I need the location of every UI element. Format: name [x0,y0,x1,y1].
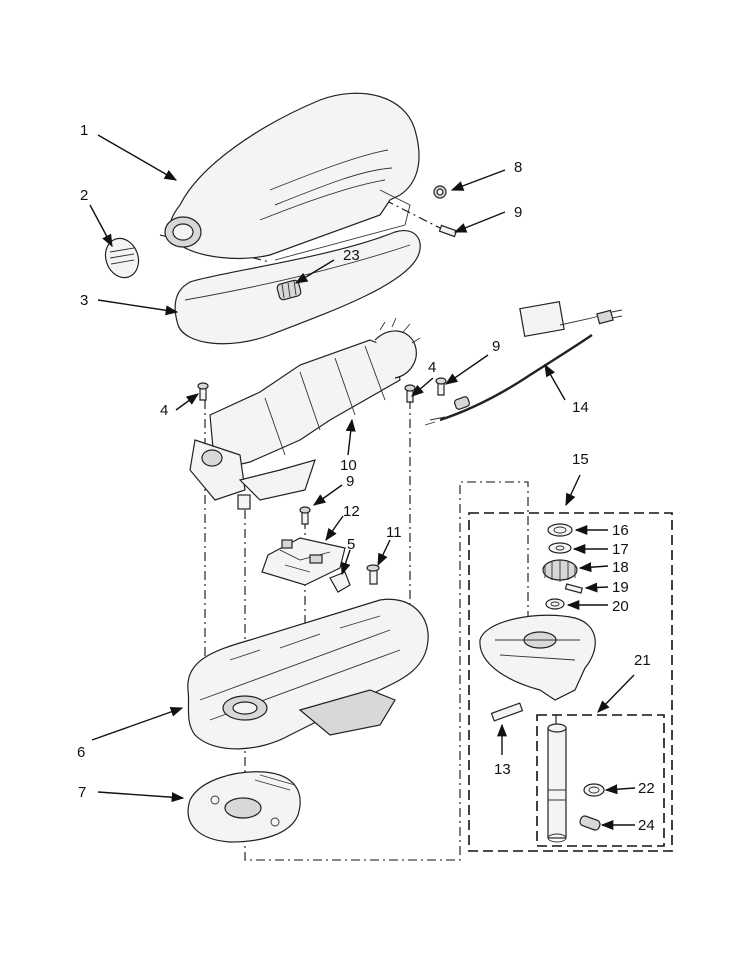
callout-7: 7 [78,784,86,801]
callout-5: 5 [347,536,355,553]
screw-4-left [197,382,209,401]
callout-1: 1 [80,122,88,139]
callout-10: 10 [340,457,357,474]
callout-8: 8 [514,159,522,176]
callout-4-right: 4 [428,359,436,376]
callout-3: 3 [80,292,88,309]
callout-19: 19 [612,579,629,596]
hub-cover [104,237,140,279]
callout-20: 20 [612,598,629,615]
leader-lines [89,134,636,831]
gear-18 [542,559,578,582]
screw-9-motor [435,377,447,396]
callout-14: 14 [572,399,589,416]
callout-2: 2 [80,187,88,204]
callout-24: 24 [638,817,655,834]
shaft-assembly-box [536,714,665,847]
motor-housing [164,92,420,261]
shaft-21 [547,723,567,843]
callout-9-mid: 9 [492,338,500,355]
callout-labels: 1 2 3 4 4 5 6 7 8 9 9 9 10 11 12 13 14 1… [77,122,655,834]
retaining-ring-16 [547,523,573,537]
pin-13 [490,702,524,722]
callout-17: 17 [612,541,629,558]
power-cord [424,301,623,426]
screw-9-top [438,224,458,238]
control-board [261,537,346,586]
callout-4-left: 4 [160,402,168,419]
callout-13: 13 [494,761,511,778]
screw-4-right [404,384,416,403]
screw-11 [366,564,380,585]
callout-11: 11 [386,524,402,541]
ring-22 [583,783,605,797]
pin-19 [564,583,583,594]
callout-21: 21 [634,652,651,669]
clip-5 [329,571,351,593]
planetary-housing [479,614,596,701]
screw-9-board [299,506,311,525]
bolt-8 [433,185,447,199]
pin-24 [579,815,601,831]
callout-22: 22 [638,780,655,797]
callout-23: 23 [343,247,360,264]
callout-15: 15 [572,451,589,468]
gear-housing [187,598,429,750]
callout-9-board: 9 [346,473,354,490]
washer-20 [545,598,565,610]
callout-6: 6 [77,744,85,761]
callout-16: 16 [612,522,629,539]
callout-18: 18 [612,559,629,576]
locking-knob [276,279,302,301]
gear-cover [187,771,301,843]
callout-12: 12 [343,503,360,520]
motor-assembly [189,317,421,510]
washer-17 [548,542,572,554]
callout-9-top: 9 [514,204,522,221]
